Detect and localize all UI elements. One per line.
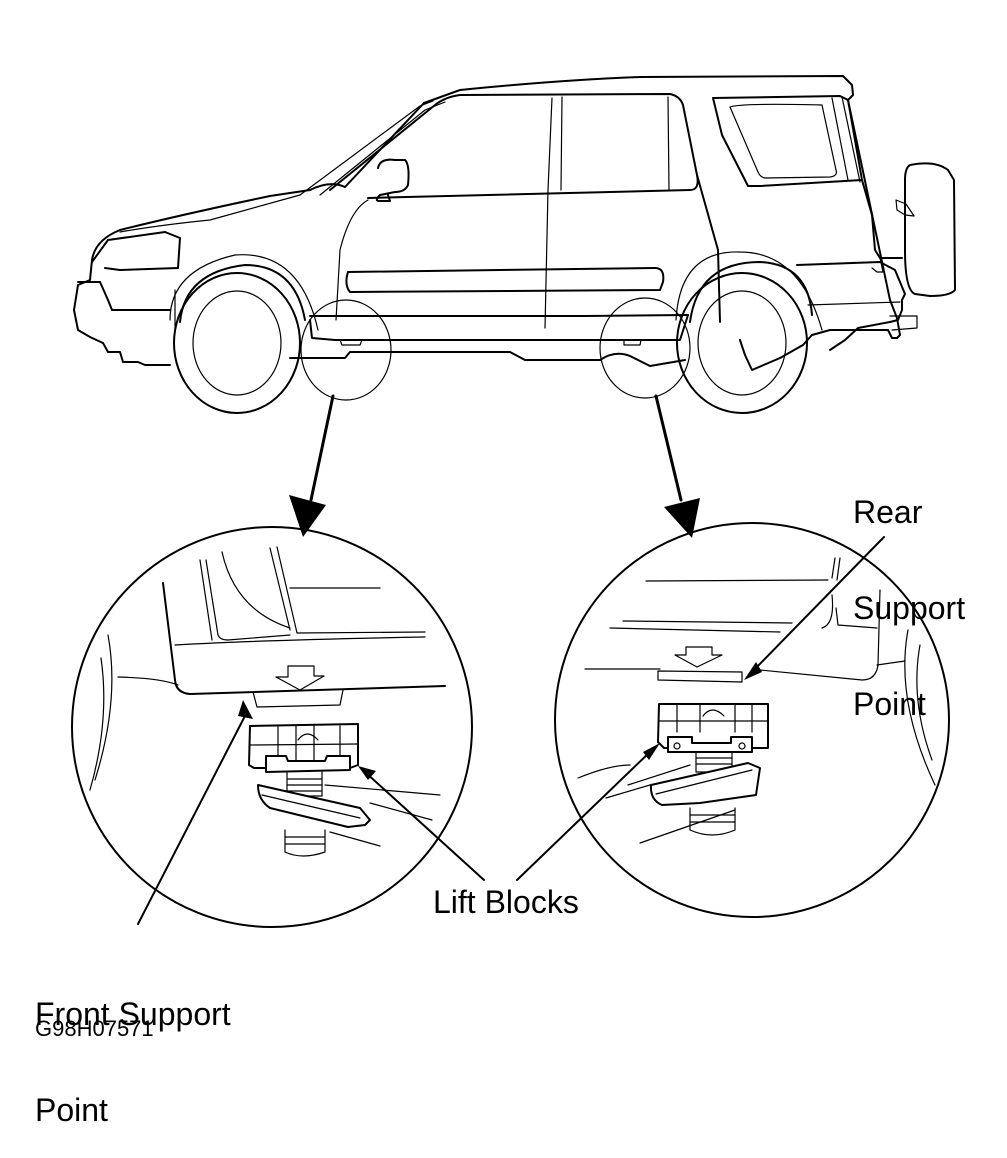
lift-point-diagram xyxy=(71,75,956,928)
front-lift-block xyxy=(248,723,441,857)
rear-detail-view xyxy=(554,522,950,918)
vehicle-side-view xyxy=(73,75,956,414)
lift-blocks-label: Lift Blocks xyxy=(433,884,579,920)
figure-code: G98H07571 xyxy=(35,1016,154,1041)
front-detail-view xyxy=(71,526,473,928)
rear-lift-block xyxy=(577,703,769,844)
front-support-point-label: Front Support Point xyxy=(35,934,231,1158)
rear-detail-arrow xyxy=(654,394,700,538)
rear-support-point-label: Rear Support Point xyxy=(853,432,965,752)
front-detail-arrow xyxy=(289,394,335,537)
lift-blocks-leaders xyxy=(358,743,660,881)
rear-support-label-line2: Support xyxy=(853,590,966,626)
rear-support-label-line3: Point xyxy=(853,686,926,722)
rear-callout-circle xyxy=(599,297,691,399)
front-callout-circle xyxy=(300,299,392,401)
front-support-label-line2: Point xyxy=(35,1092,108,1128)
rear-support-label-line1: Rear xyxy=(853,494,923,530)
front-support-label-line1: Front Support xyxy=(35,996,231,1032)
